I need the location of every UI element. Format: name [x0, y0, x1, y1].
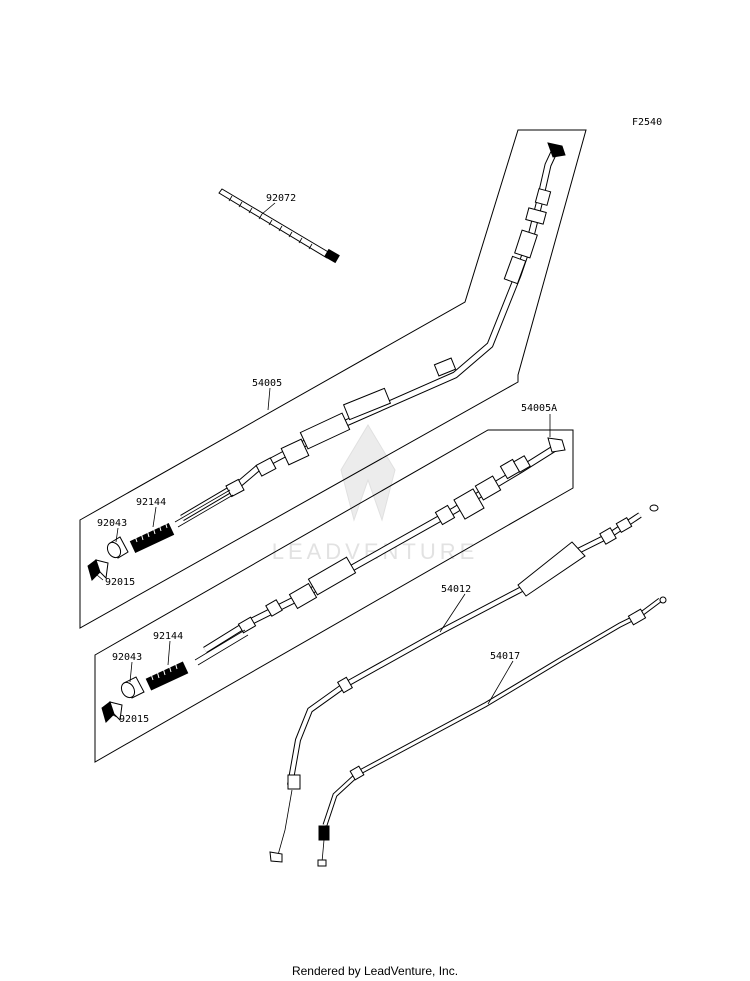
footer-credit: Rendered by LeadVenture, Inc.: [292, 964, 458, 978]
cable-tie-part: [218, 188, 340, 264]
cable-upper-part: [174, 142, 566, 528]
spring-lower-part: [145, 661, 189, 691]
lower-assembly-frame: [94, 429, 574, 763]
cable-right-b-part: [317, 596, 667, 867]
callout-92043-lower: 92043: [112, 652, 142, 663]
callout-leaders: [96, 202, 551, 718]
callout-92072: 92072: [266, 193, 296, 204]
upper-assembly-frame: [79, 129, 587, 629]
callout-92144-lower: 92144: [153, 631, 183, 642]
nut-lower-part: [101, 701, 123, 723]
callout-54017: 54017: [490, 651, 520, 662]
callout-92015-lower: 92015: [119, 714, 149, 725]
holder-lower-part: [120, 676, 145, 699]
callout-54005: 54005: [252, 378, 282, 389]
figure-code: F2540: [632, 117, 662, 128]
callout-92015-upper: 92015: [105, 577, 135, 588]
cable-middle-part: [194, 437, 566, 666]
callout-54012: 54012: [441, 584, 471, 595]
spring-upper-part: [129, 520, 175, 553]
holder-upper-part: [106, 536, 129, 559]
callout-92043-upper: 92043: [97, 518, 127, 529]
callout-54005A: 54005A: [521, 403, 557, 414]
callout-92144-upper: 92144: [136, 497, 166, 508]
